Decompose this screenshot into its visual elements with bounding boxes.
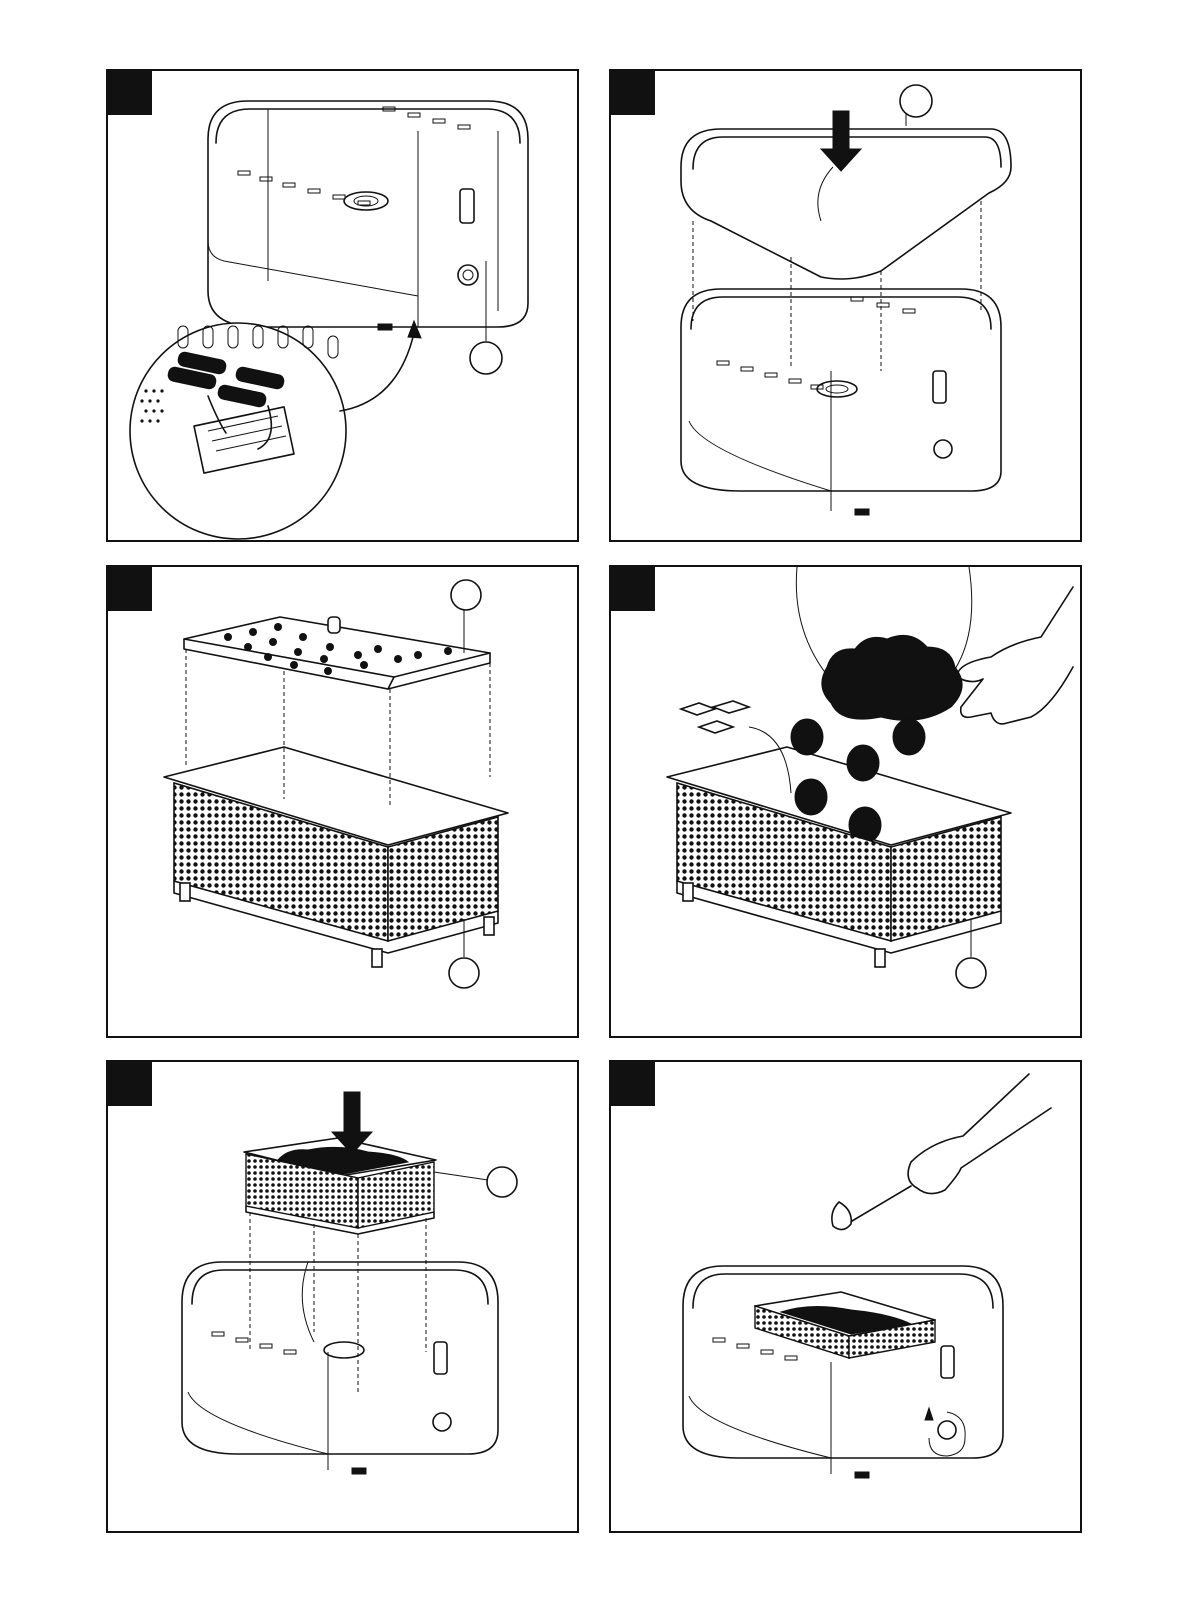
callout-circle-icon [900, 85, 932, 117]
base-unit-illustration [108, 71, 577, 540]
callout-circle-icon [451, 580, 481, 610]
arrow-up-icon [408, 321, 421, 338]
step-panel-1 [106, 69, 579, 542]
knob-icon[interactable] [938, 1421, 956, 1439]
step-panel-3 [106, 565, 579, 1038]
step-panel-2 [609, 69, 1082, 542]
callout-circle-icon [487, 1167, 517, 1197]
ignite-illustration [611, 1062, 1080, 1531]
flame-icon [832, 1202, 851, 1230]
grill-plate-illustration [108, 567, 577, 1036]
step-panel-4 [609, 565, 1082, 1038]
fill-basket-illustration [611, 567, 1080, 1036]
latch-icon [941, 1346, 954, 1378]
latch-icon [434, 1342, 447, 1374]
insert-bowl-illustration [611, 71, 1080, 540]
callout-circle-icon [449, 958, 479, 988]
callout-circle-icon [956, 958, 986, 988]
knob-icon [934, 440, 952, 458]
firelighter-cubes [681, 701, 749, 733]
knob-icon [458, 265, 478, 285]
latch-icon [460, 189, 474, 223]
place-basket-illustration [108, 1062, 577, 1531]
knob-icon [433, 1413, 451, 1431]
rotate-arrow-icon [925, 1408, 933, 1420]
callout-circle-icon [470, 342, 502, 374]
step-panel-6 [609, 1060, 1082, 1533]
latch-icon [933, 371, 946, 403]
arrow-down-icon [821, 111, 861, 171]
step-panel-5 [106, 1060, 579, 1533]
